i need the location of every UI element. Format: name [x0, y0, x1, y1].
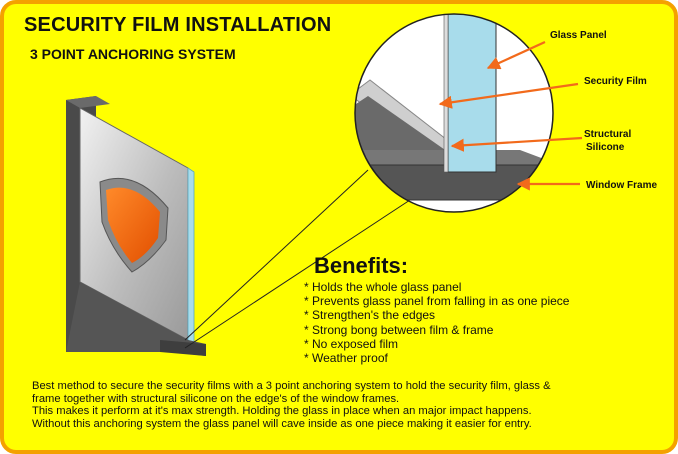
arrow-structural-silicone [450, 136, 583, 152]
description-line: This makes it perform at it's max streng… [32, 405, 532, 418]
benefit-item: * Strengthen's the edges [304, 308, 436, 323]
page-title: SECURITY FILM INSTALLATION [24, 14, 332, 36]
zoom-line-bottom [184, 199, 411, 349]
label-glass-panel: Glass Panel [550, 30, 607, 41]
window-frame-sill-front [160, 340, 206, 356]
description-line: Without this anchoring system the glass … [32, 417, 532, 430]
description-text: Best method to secure the security films… [32, 380, 652, 430]
arrow-security-film [438, 82, 579, 109]
benefits-heading: Benefits: [314, 253, 409, 278]
window-frame-top [66, 96, 110, 108]
benefit-item: * No exposed film [304, 336, 399, 351]
shield-icon [99, 177, 169, 273]
benefits-list: * Holds the whole glass panel * Prevents… [304, 280, 569, 365]
window-frame-sill [66, 282, 206, 356]
page-subtitle: 3 POINT ANCHORING SYSTEM [30, 46, 236, 62]
benefit-item: * Holds the whole glass panel [304, 280, 462, 294]
detail-security-film [443, 14, 449, 173]
description-line: Best method to secure the security films… [32, 380, 551, 392]
benefit-item: * Prevents glass panel from falling in a… [304, 294, 570, 309]
benefit-item: * Strong bong between film & frame [304, 322, 494, 337]
detail-glass-panel [447, 14, 497, 173]
label-structural-silicone-line1: Structural [584, 129, 631, 140]
label-security-film: Security Film [584, 76, 647, 87]
label-window-frame: Window Frame [586, 180, 657, 191]
zoom-line-top [184, 169, 369, 341]
description-line: frame together with structural silicone … [32, 392, 400, 405]
label-structural-silicone-line2: Silicone [586, 142, 625, 153]
arrow-glass-panel [486, 40, 546, 70]
window-illustration [66, 96, 206, 356]
window-glass-edge [187, 167, 195, 345]
benefit-item: * Weather proof [304, 351, 388, 366]
